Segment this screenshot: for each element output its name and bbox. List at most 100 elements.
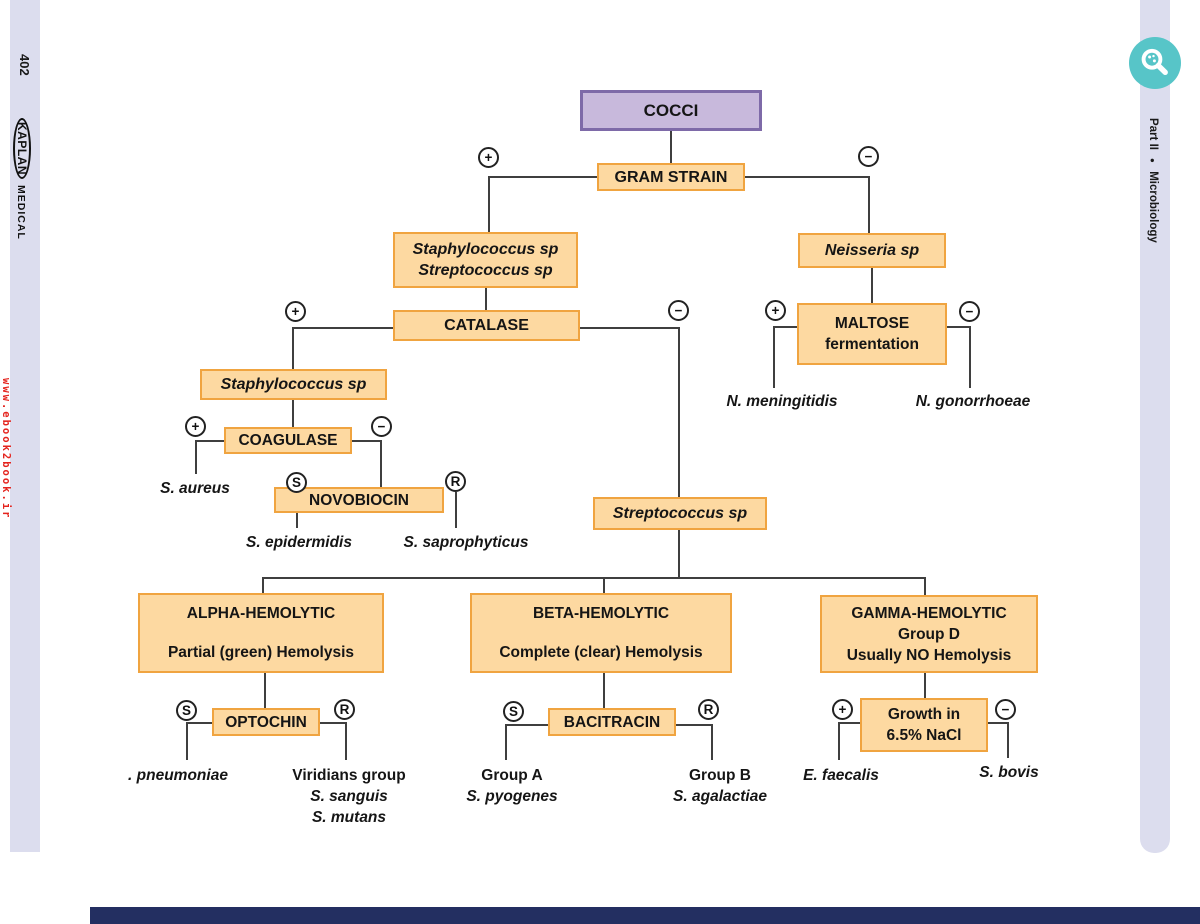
connector [773, 326, 775, 388]
beta-subtitle: Complete (clear) Hemolysis [499, 644, 703, 661]
connector [838, 722, 840, 760]
connector [947, 326, 971, 328]
connector [678, 327, 680, 497]
alpha-title: ALPHA-HEMOLYTIC [186, 605, 336, 622]
connector [871, 268, 873, 303]
node-staph-strep: Staphylococcus sp Streptococcus sp [393, 232, 578, 288]
connector [711, 724, 713, 760]
node-staphylococcus-label: Staphylococcus sp [220, 376, 367, 393]
label-s-bovis: S. bovis [979, 764, 1039, 781]
node-bacitracin: BACITRACIN [548, 708, 676, 736]
connector [603, 673, 605, 708]
connector [345, 722, 347, 760]
alpha-subtitle: Partial (green) Hemolysis [167, 644, 355, 661]
connector [868, 176, 870, 233]
right-margin-strip [1140, 0, 1170, 853]
kaplan-logo-text: KAPLAN [13, 118, 31, 179]
connector [455, 492, 457, 528]
plus-badge-nacl: + [832, 699, 853, 720]
connector [186, 722, 212, 724]
connector [678, 530, 680, 578]
node-novobiocin: NOVOBIOCIN [274, 487, 444, 513]
kaplan-medical-logo: KAPLAN MEDICAL [13, 118, 31, 240]
connector [745, 176, 870, 178]
connector [264, 673, 266, 708]
node-optochin: OPTOCHIN [212, 708, 320, 736]
node-coagulase-label: COAGULASE [238, 432, 338, 449]
connector [262, 577, 264, 593]
node-neisseria-label: Neisseria sp [824, 242, 920, 259]
subject-label: Microbiology [1147, 171, 1159, 243]
connector [1007, 722, 1009, 758]
node-staphylococcus: Staphylococcus sp [200, 369, 387, 400]
s-badge-novobiocin: S [286, 472, 307, 493]
nacl-line1: Growth in [887, 706, 961, 723]
connector [489, 176, 597, 178]
plus-badge-maltose: + [765, 300, 786, 321]
plus-badge-catalase: + [285, 301, 306, 322]
connector [186, 722, 188, 760]
label-viridians-group: Viridians group S. sanguis S. mutans [284, 765, 414, 828]
running-head: Part II ● Microbiology [1147, 118, 1159, 243]
node-catalase-label: CATALASE [444, 317, 529, 334]
label-group-a: Group A S. pyogenes [447, 765, 577, 807]
connector [505, 724, 548, 726]
connector [485, 288, 487, 310]
connector [352, 440, 381, 442]
connector [292, 400, 294, 427]
node-cocci-label: COCCI [643, 101, 699, 120]
minus-badge-coagulase: − [371, 416, 392, 437]
connector [969, 326, 971, 388]
node-maltose: MALTOSE fermentation [797, 303, 947, 365]
connector [195, 440, 197, 474]
label-n-meningitidis: N. meningitidis [726, 393, 838, 410]
connector [196, 440, 224, 442]
label-s-epidermidis: S. epidermidis [246, 534, 352, 551]
connector [988, 722, 1009, 724]
connector [924, 577, 926, 595]
maltose-line2: fermentation [825, 336, 919, 353]
group-a-title: Group A [481, 767, 543, 784]
node-catalase: CATALASE [393, 310, 580, 341]
watermark-url: www.ebook2book.ir [0, 378, 12, 520]
minus-badge-maltose: − [959, 301, 980, 322]
r-badge-novobiocin: R [445, 471, 466, 492]
viridians-title: Viridians group [292, 767, 406, 784]
chapter-icon-circle [1129, 37, 1181, 89]
minus-badge-nacl: − [995, 699, 1016, 720]
node-gram-stain: GRAM STRAIN [597, 163, 745, 191]
footer-rule-bar [90, 907, 1200, 924]
node-streptococcus-label: Streptococcus sp [612, 505, 748, 522]
connector [488, 176, 490, 232]
node-beta-hemolytic: BETA-HEMOLYTIC Complete (clear) Hemolysi… [470, 593, 732, 673]
r-badge-optochin: R [334, 699, 355, 720]
medical-logo-text: MEDICAL [15, 185, 27, 240]
plus-badge-coagulase: + [185, 416, 206, 437]
label-n-gonorrhoeae: N. gonorrhoeae [915, 393, 1031, 410]
label-pneumoniae: . pneumoniae [128, 767, 228, 784]
maltose-line1: MALTOSE [834, 315, 910, 332]
gamma-title: GAMMA-HEMOLYTIC [851, 604, 1007, 622]
connector [838, 722, 860, 724]
connector [603, 577, 605, 593]
node-bacitracin-label: BACITRACIN [563, 713, 661, 731]
label-s-pyogenes: S. pyogenes [466, 788, 558, 805]
s-badge-bacitracin: S [503, 701, 524, 722]
node-gamma-hemolytic: GAMMA-HEMOLYTIC Group D Usually NO Hemol… [820, 595, 1038, 673]
connector [262, 577, 926, 579]
label-s-saprophyticus: S. saprophyticus [403, 534, 529, 551]
r-badge-bacitracin: R [698, 699, 719, 720]
bullet-separator: ● [1148, 158, 1157, 164]
gamma-subtitle: Usually NO Hemolysis [846, 646, 1012, 664]
strep-line: Streptococcus sp [418, 262, 553, 279]
s-badge-optochin: S [176, 700, 197, 721]
staph-line: Staphylococcus sp [412, 241, 559, 258]
connector [580, 327, 680, 329]
connector [924, 673, 926, 698]
label-s-aureus: S. aureus [160, 480, 230, 497]
beta-title: BETA-HEMOLYTIC [532, 605, 670, 622]
node-neisseria: Neisseria sp [798, 233, 946, 268]
node-alpha-hemolytic: ALPHA-HEMOLYTIC Partial (green) Hemolysi… [138, 593, 384, 673]
node-coagulase: COAGULASE [224, 427, 352, 454]
